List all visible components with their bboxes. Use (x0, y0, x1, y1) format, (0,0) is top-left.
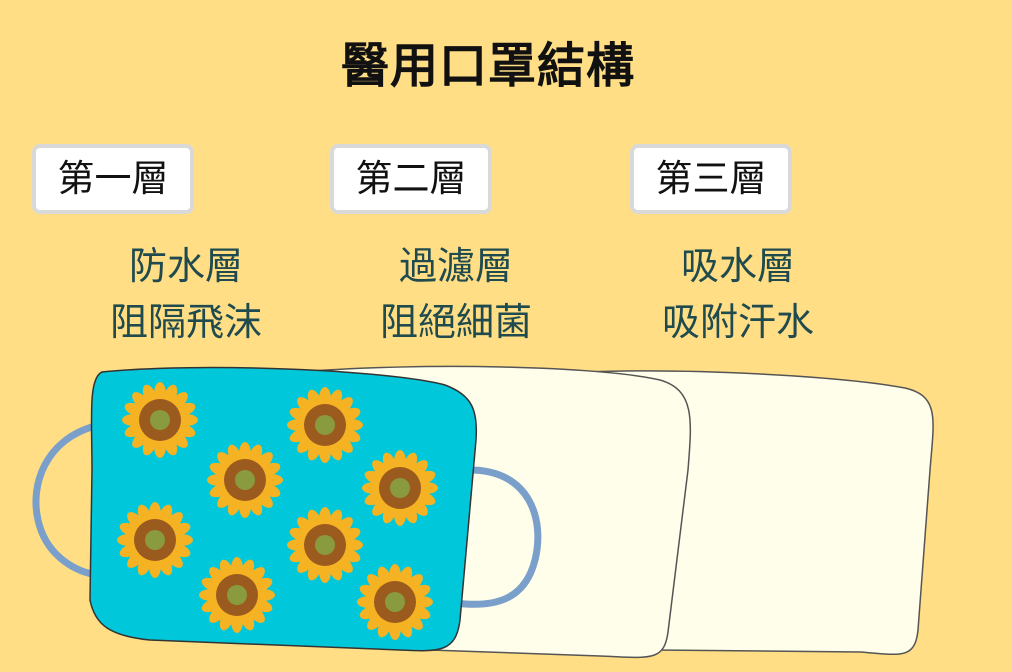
sunflower-icon (207, 442, 283, 518)
right-ear-loop (451, 466, 542, 608)
layer-2-function: 過濾層 (398, 244, 513, 288)
layer-1-label: 第一層 (32, 144, 194, 214)
sunflower-icon (362, 450, 438, 526)
layer-1-purpose: 阻隔飛沫 (109, 300, 262, 344)
sunflower-icon (122, 382, 198, 458)
left-ear-loop (32, 422, 100, 579)
layer-2-description: 過濾層 阻絕細菌 (326, 238, 586, 350)
layer-3-label: 第三層 (630, 144, 792, 214)
layer-3-function: 吸水層 (680, 244, 795, 288)
layer-2-purpose: 阻絕細菌 (379, 300, 532, 344)
sunflower-icon (117, 502, 193, 578)
layer-3-description: 吸水層 吸附汗水 (608, 238, 868, 350)
diagram-title: 醫用口罩結構 (340, 38, 635, 94)
layer-3-purpose: 吸附汗水 (661, 300, 814, 344)
sunflower-icon (199, 557, 275, 633)
layer-1-function: 防水層 (128, 244, 243, 288)
sunflower-icon (357, 564, 433, 640)
layer-1-description: 防水層 阻隔飛沫 (56, 238, 316, 350)
sunflower-icon (287, 507, 363, 583)
sunflower-icon (287, 387, 363, 463)
layer-2-label: 第二層 (330, 144, 492, 214)
